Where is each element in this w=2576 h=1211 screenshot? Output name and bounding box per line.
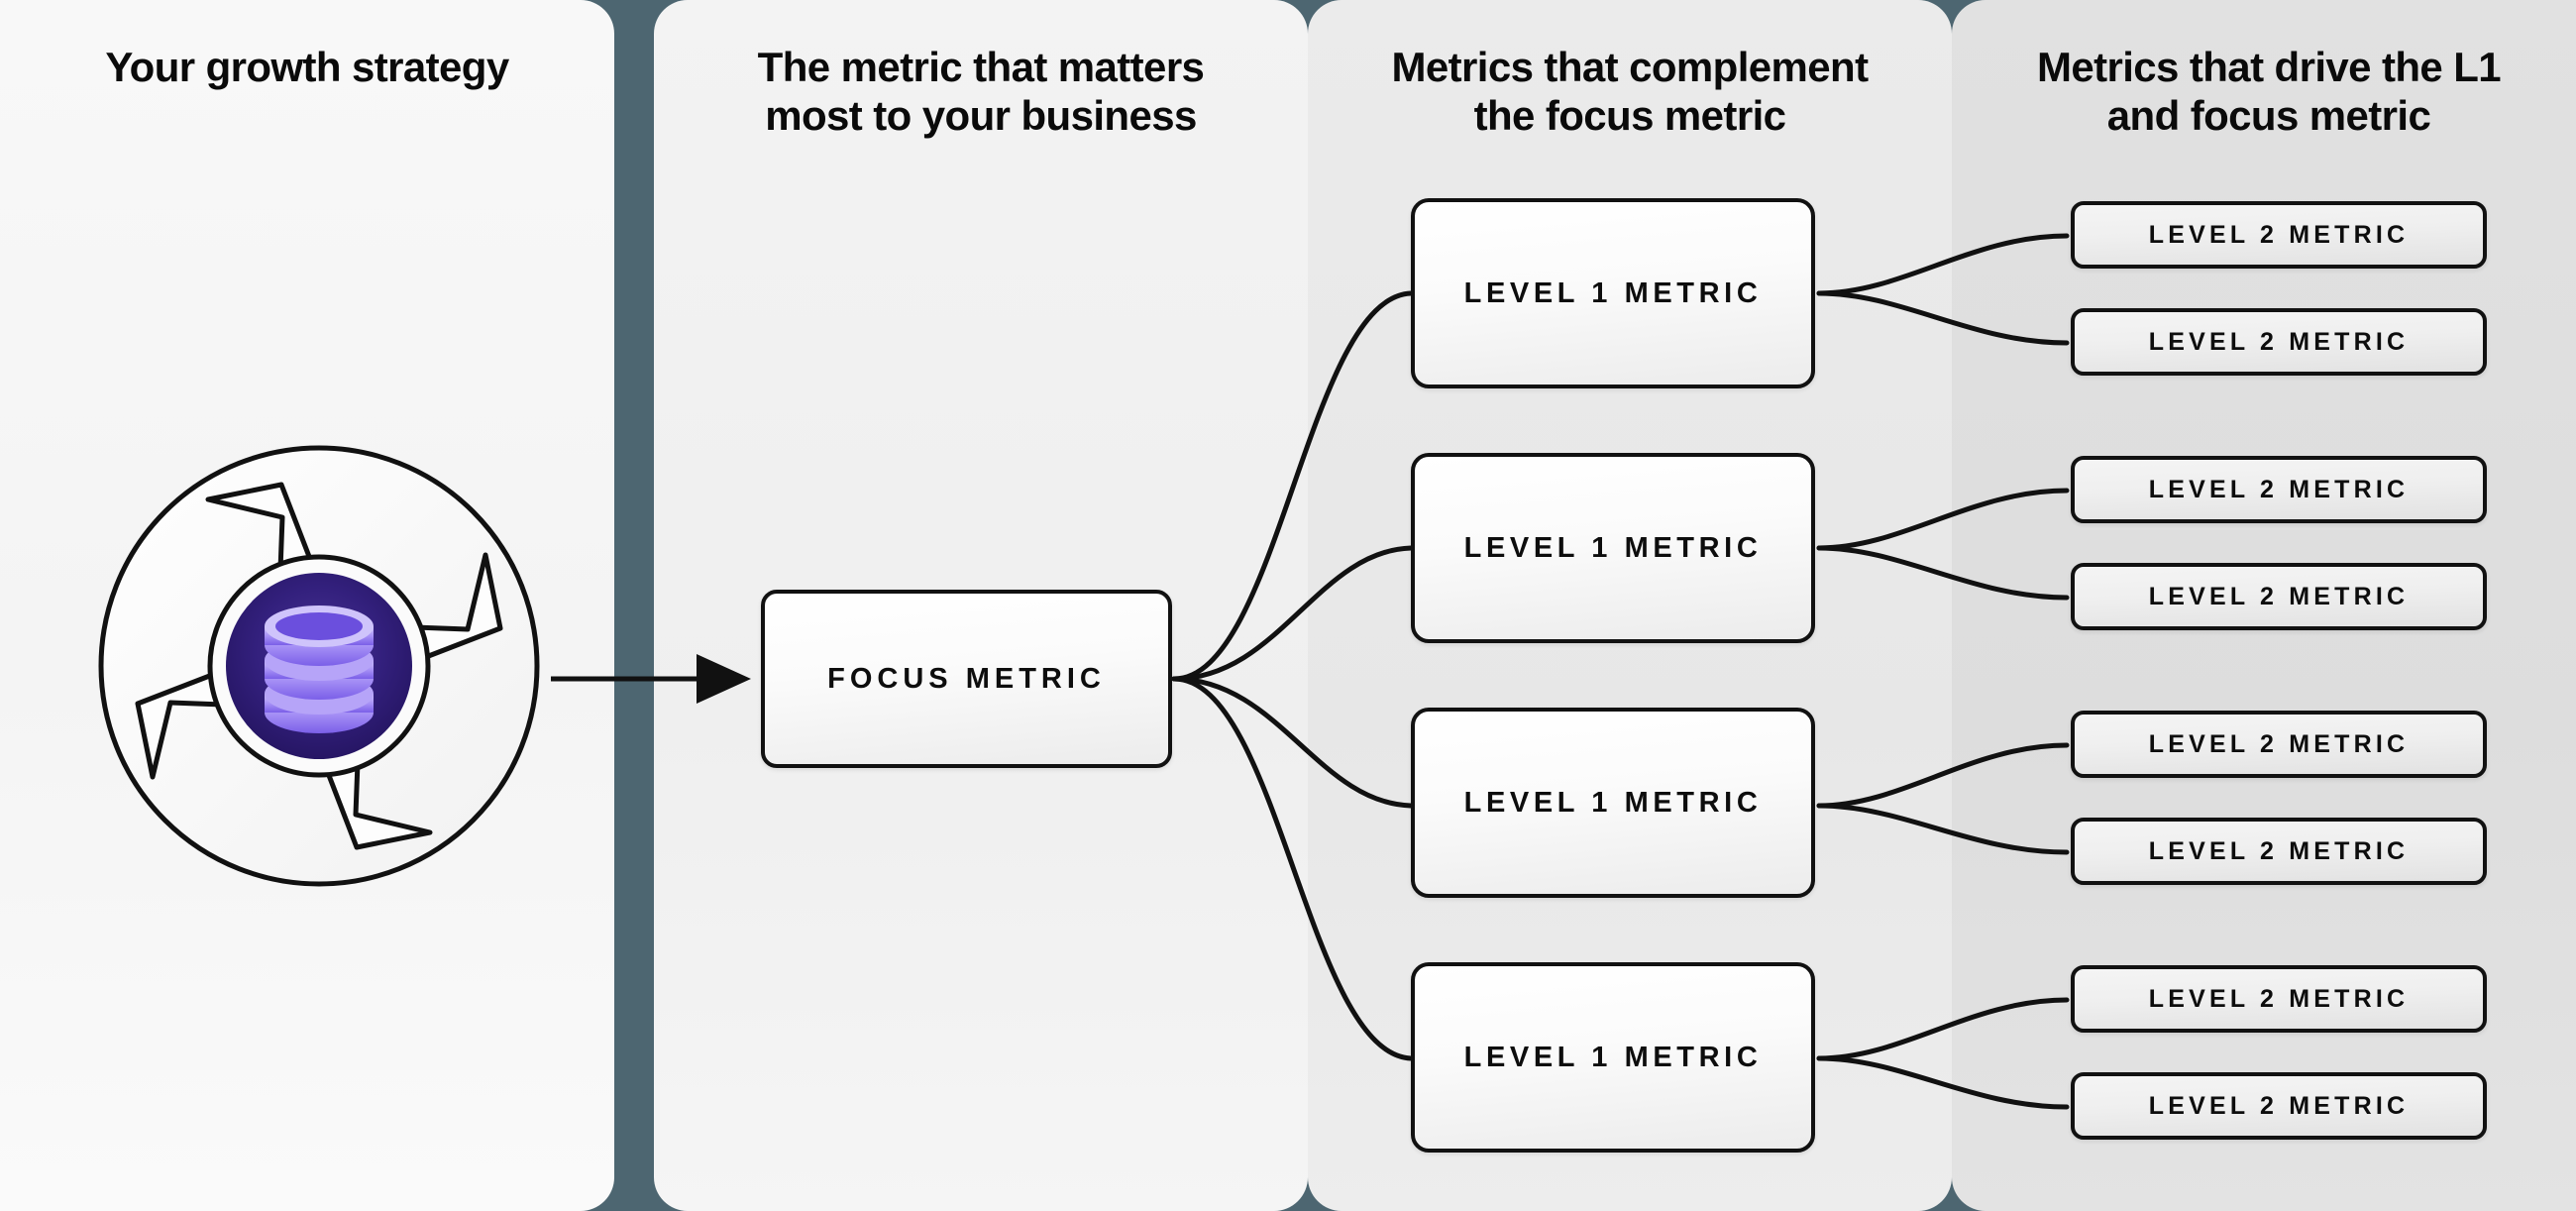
level-2-metric-label: LEVEL 2 METRIC	[2148, 582, 2410, 610]
level-2-metric-box[interactable]: LEVEL 2 METRIC	[2071, 965, 2487, 1033]
level-2-metric-label: LEVEL 2 METRIC	[2148, 220, 2410, 249]
level-1-metric-label: LEVEL 1 METRIC	[1463, 786, 1763, 819]
column-heading-growth-strategy: Your growth strategy	[105, 44, 509, 90]
level-1-metric-box[interactable]: LEVEL 1 METRIC	[1411, 198, 1815, 388]
level-2-metric-box[interactable]: LEVEL 2 METRIC	[2071, 818, 2487, 885]
column-heading-level-1-metrics: Metrics that complement the focus metric	[1391, 44, 1870, 139]
column-heading-focus-metric: The metric that matters most to your bus…	[757, 44, 1205, 139]
level-2-metric-box[interactable]: LEVEL 2 METRIC	[2071, 201, 2487, 269]
column-heading-level-2-metrics: Metrics that drive the L1 and focus metr…	[2036, 44, 2502, 139]
level-2-metric-label: LEVEL 2 METRIC	[2148, 984, 2410, 1013]
level-2-metric-box[interactable]: LEVEL 2 METRIC	[2071, 308, 2487, 376]
level-1-metric-label: LEVEL 1 METRIC	[1463, 1041, 1763, 1073]
level-1-metric-box[interactable]: LEVEL 1 METRIC	[1411, 962, 1815, 1153]
level-2-metric-box[interactable]: LEVEL 2 METRIC	[2071, 711, 2487, 778]
level-2-metric-label: LEVEL 2 METRIC	[2148, 327, 2410, 356]
growth-strategy-logo	[98, 445, 540, 887]
level-1-metric-label: LEVEL 1 METRIC	[1463, 531, 1763, 564]
level-1-metric-box[interactable]: LEVEL 1 METRIC	[1411, 708, 1815, 898]
focus-metric-box[interactable]: FOCUS METRIC	[761, 590, 1172, 768]
focus-metric-label: FOCUS METRIC	[827, 662, 1106, 695]
level-2-metric-label: LEVEL 2 METRIC	[2148, 1091, 2410, 1120]
level-2-metric-box[interactable]: LEVEL 2 METRIC	[2071, 456, 2487, 523]
level-1-metric-box[interactable]: LEVEL 1 METRIC	[1411, 453, 1815, 643]
level-1-metric-label: LEVEL 1 METRIC	[1463, 276, 1763, 309]
database-icon	[265, 606, 374, 733]
level-2-metric-box[interactable]: LEVEL 2 METRIC	[2071, 1072, 2487, 1140]
level-2-metric-label: LEVEL 2 METRIC	[2148, 836, 2410, 865]
level-2-metric-label: LEVEL 2 METRIC	[2148, 475, 2410, 503]
level-2-metric-box[interactable]: LEVEL 2 METRIC	[2071, 563, 2487, 630]
level-2-metric-label: LEVEL 2 METRIC	[2148, 729, 2410, 758]
